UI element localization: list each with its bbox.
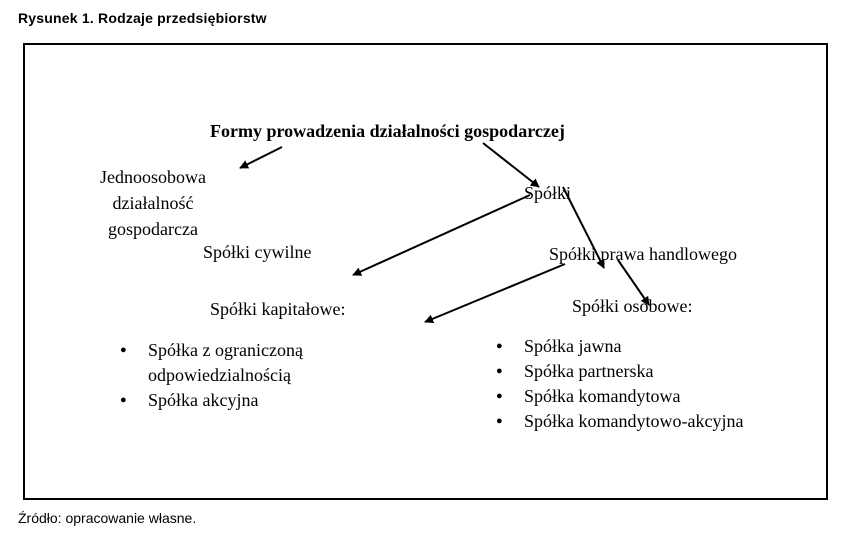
list-item: Spółka z ograniczoną odpowiedzialnością (118, 338, 348, 388)
list-item: Spółka jawna (494, 334, 743, 359)
arrow-root-to-sole (239, 146, 283, 169)
arrow-commercial-to-partnership (617, 259, 650, 306)
figure-caption: Rysunek 1. Rodzaje przedsiębiorstw (18, 10, 267, 26)
capital-companies-node-label: Spółki kapitałowe: (210, 299, 346, 319)
partnership-companies-node-label: Spółki osobowe: (572, 296, 693, 316)
capital-companies-list: Spółka z ograniczoną odpowiedzialnością … (118, 338, 348, 413)
list-item: Spółka akcyjna (118, 388, 348, 413)
root-node-label: Formy prowadzenia działalności gospodarc… (210, 121, 565, 141)
diagram-frame (23, 43, 828, 500)
sole-line-2: działalność (112, 193, 194, 213)
sole-line-1: Jednoosobowa (100, 167, 206, 187)
arrow-companies-to-civil (352, 194, 531, 276)
arrow-root-to-companies (482, 142, 540, 188)
list-item: Spółka komandytowo-akcyjna (494, 409, 743, 434)
companies-node-label: Spółki (524, 183, 572, 203)
partnership-companies-list: Spółka jawna Spółka partnerska Spółka ko… (494, 334, 743, 434)
figure-source: Źródło: opracowanie własne. (18, 510, 197, 526)
arrow-companies-to-commercial (562, 186, 605, 269)
civil-companies-node-label: Spółki cywilne (203, 242, 312, 262)
arrow-commercial-to-capital (424, 263, 566, 324)
sole-proprietorship-node: Jednoosobowa działalność gospodarcza (84, 164, 222, 242)
commercial-companies-node-label: Spółki prawa handlowego (549, 244, 737, 264)
list-item: Spółka komandytowa (494, 384, 743, 409)
list-item: Spółka partnerska (494, 359, 743, 384)
sole-line-3: gospodarcza (108, 219, 198, 239)
